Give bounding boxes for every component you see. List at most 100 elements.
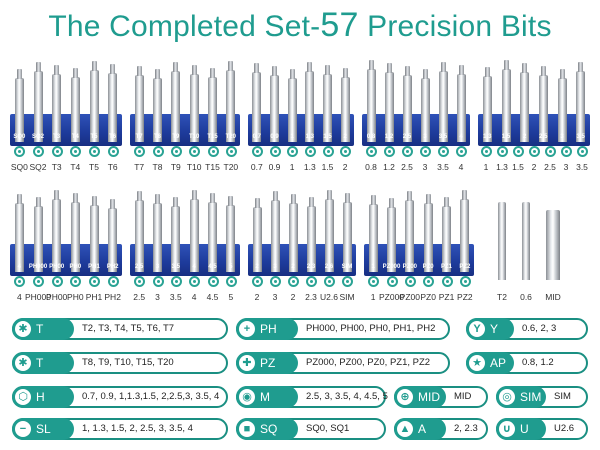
bit xyxy=(456,65,466,142)
bit-tip xyxy=(440,62,446,72)
bit xyxy=(557,69,567,142)
bit-tip xyxy=(136,191,142,201)
legend-values: T2, T3, T4, T5, T6, T7 xyxy=(82,323,175,334)
bit-type-icon xyxy=(456,146,467,157)
bit-size-label: 1 xyxy=(370,292,376,302)
bit-type-icon xyxy=(189,276,201,287)
bit xyxy=(366,60,376,142)
holder-label: T20 xyxy=(225,134,236,140)
legend-values: 0.7, 0.9, 1,1.3,1.5, 2,2.5,3, 3.5, 4 xyxy=(82,391,220,402)
legend-code: SIM xyxy=(520,390,542,404)
holder-label: 1.3 xyxy=(305,134,314,140)
holder-label: 3 xyxy=(560,134,564,140)
bit-size-label: SIM xyxy=(339,292,355,302)
bit xyxy=(70,68,80,142)
bit-tip xyxy=(386,63,392,73)
bit-tip xyxy=(578,62,584,72)
bit-type-icon xyxy=(404,276,416,287)
bit xyxy=(153,194,162,272)
bit xyxy=(171,62,181,142)
bit-tip xyxy=(254,198,260,208)
bit-tip xyxy=(342,68,348,78)
bit-size-label: T15 xyxy=(205,162,220,172)
tool-label: MID xyxy=(545,292,561,302)
bit xyxy=(226,196,236,272)
bit-holder xyxy=(130,114,240,146)
bit-type-icon xyxy=(304,146,316,157)
holder-label: 2.5 xyxy=(402,134,412,140)
bit-tip xyxy=(344,193,350,203)
legend-values: SQ0, SQ1 xyxy=(306,423,350,434)
bit-size-label: PH2 xyxy=(104,292,121,302)
bit-type-icon xyxy=(545,146,556,157)
bit-tip xyxy=(210,193,215,203)
bit-type-icon xyxy=(33,146,44,157)
bit-type-icon xyxy=(340,146,352,157)
title-part1: The Completed Set- xyxy=(48,10,321,43)
bit-type-icon xyxy=(89,276,100,287)
holder-label: PZ0 xyxy=(422,264,434,270)
legend-values: SIM xyxy=(554,391,571,402)
bit xyxy=(520,63,530,142)
bit-type-icon xyxy=(441,276,453,287)
legend-head: ✱T xyxy=(12,318,74,340)
bit xyxy=(270,191,280,272)
holder-label: 0.7 xyxy=(252,134,261,140)
bit xyxy=(270,66,279,142)
bit xyxy=(576,62,586,142)
bit-size-label: 3 xyxy=(563,162,569,172)
bit-size-label: U2.6 xyxy=(320,292,338,302)
bit-size-label: 1.5 xyxy=(512,162,524,172)
holder-label: 3.5 xyxy=(438,134,448,140)
bit xyxy=(405,191,415,272)
legend-head: ∪U xyxy=(496,418,546,440)
bit xyxy=(288,194,298,272)
bit-type-icon: ✱ xyxy=(15,355,31,371)
bit-type-icon xyxy=(134,276,146,287)
bit-type-icon xyxy=(438,146,449,157)
bit xyxy=(384,63,394,142)
bit-size-label: PZ2 xyxy=(457,292,473,302)
holder-label: 3.5 xyxy=(171,264,180,270)
holder-label: T5 xyxy=(90,134,98,140)
bit xyxy=(33,197,43,272)
bit xyxy=(387,198,396,272)
bit-size-label: T3 xyxy=(51,162,62,172)
bit-size-label: PH00 xyxy=(46,292,68,302)
bit xyxy=(306,197,316,272)
legend-head: −SL xyxy=(12,418,74,440)
legend-head: ✚PZ xyxy=(236,352,298,374)
bit-tip xyxy=(425,194,431,204)
bit-type-icon xyxy=(207,276,219,287)
holder-label: T8 xyxy=(153,134,161,140)
bit-tip xyxy=(191,65,197,75)
bit-tip xyxy=(422,69,428,79)
holder-label: PH00 xyxy=(49,264,65,270)
legend-values: 2.5, 3, 3.5, 4, 4.5, 5 xyxy=(306,391,388,402)
legend-code: SQ xyxy=(260,422,278,436)
bit-holder xyxy=(364,244,474,276)
bit-type-icon xyxy=(170,276,182,287)
precision-driver-bit xyxy=(522,202,530,280)
bit-size-label: 1.3 xyxy=(496,162,508,172)
bit-type-icon xyxy=(270,276,281,287)
bit-tip xyxy=(289,69,295,79)
holder-label: 2.5 xyxy=(134,264,144,270)
bit-size-label: 1.2 xyxy=(383,162,395,172)
legend-values: T8, T9, T10, T15, T20 xyxy=(82,357,174,368)
bit-type-icon xyxy=(252,276,263,287)
bit-type-icon xyxy=(366,146,377,157)
bit-tip xyxy=(173,197,179,207)
bit-holder xyxy=(362,114,470,146)
bit-tip xyxy=(91,61,97,71)
holder-label: PZ2 xyxy=(459,264,471,270)
bit-tip xyxy=(254,63,260,73)
legend-values: 0.8, 1.2 xyxy=(522,357,554,368)
bit-size-label: T7 xyxy=(134,162,145,172)
legend-values: 0.6, 2, 3 xyxy=(522,323,557,334)
